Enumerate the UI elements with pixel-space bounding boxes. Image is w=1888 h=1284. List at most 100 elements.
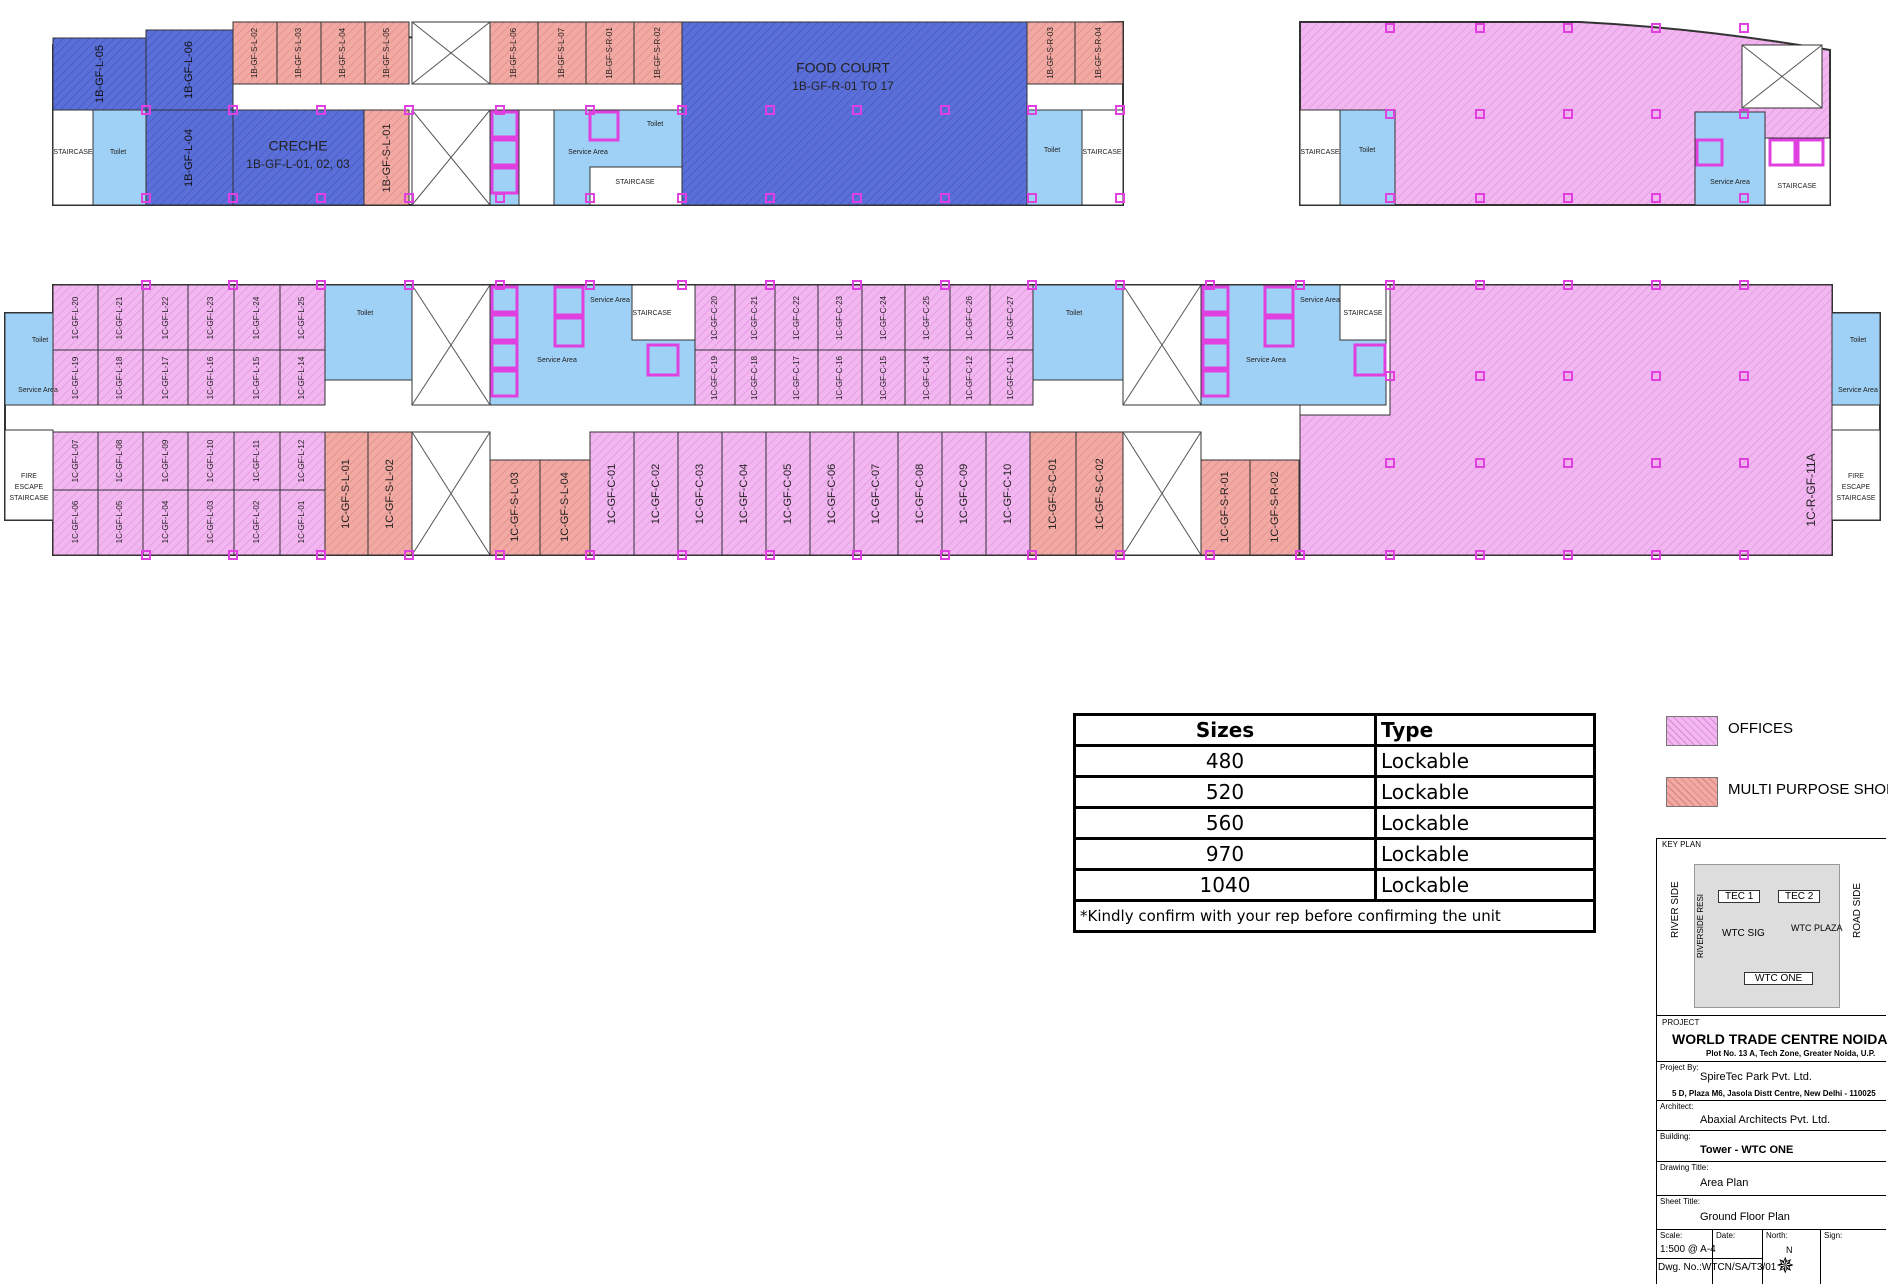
unit-label: 1C-GF-C-20 <box>710 295 719 340</box>
unit-label: 1C-GF-C-24 <box>879 295 888 340</box>
building-label: Building: <box>1660 1132 1691 1141</box>
drawing-title: Area Plan <box>1700 1177 1749 1189</box>
column-marker <box>1295 550 1305 560</box>
unit-label: 1C-GF-C-04 <box>738 464 750 525</box>
unit-label: 1C-GF-C-09 <box>958 464 970 525</box>
unit-label: 1C-GF-L-18 <box>115 356 124 399</box>
service-area-label: Service Area <box>590 297 630 304</box>
unit-label: 1C-GF-L-08 <box>115 439 124 482</box>
column-marker <box>765 280 775 290</box>
column-marker <box>316 550 326 560</box>
unit-label: 1C-GF-C-16 <box>835 355 844 400</box>
column-marker <box>1115 550 1125 560</box>
column-marker <box>1739 23 1749 33</box>
creche <box>232 109 365 206</box>
unit-label: 1B-GF-S-L-04 <box>338 27 347 78</box>
unit-label: 1C-GF-L-19 <box>71 356 80 399</box>
column-marker <box>585 105 595 115</box>
column-marker <box>1027 105 1037 115</box>
column-marker <box>1651 193 1661 203</box>
fire-escape-label: STAIRCASE <box>9 495 48 502</box>
column-marker <box>1205 550 1215 560</box>
key-wtc-sig: WTC SIG <box>1722 928 1765 939</box>
unit-label: 1B-GF-L-05 <box>94 45 106 103</box>
column-marker <box>1475 109 1485 119</box>
column-marker <box>1295 280 1305 290</box>
column-marker <box>765 193 775 203</box>
column-marker <box>495 105 505 115</box>
sign-label: Sign: <box>1824 1231 1843 1240</box>
food-court-units: 1B-GF-R-01 TO 17 <box>792 79 894 93</box>
size-cell: 970 <box>1073 837 1377 871</box>
size-cell: 520 <box>1073 775 1377 809</box>
toilet-label: Toilet <box>1850 337 1866 344</box>
fire-escape-label: STAIRCASE <box>1836 495 1875 502</box>
column-marker <box>1385 193 1395 203</box>
unit-label: 1B-GF-S-L-03 <box>294 27 303 78</box>
unit-label: 1C-GF-C-15 <box>879 355 888 400</box>
unit-label: 1C-GF-S-L-02 <box>384 459 396 529</box>
toilet-label: Toilet <box>357 310 373 317</box>
column-marker <box>1651 280 1661 290</box>
top-left-block <box>52 20 1124 206</box>
column-marker <box>1739 371 1749 381</box>
unit-label: 1C-GF-C-12 <box>965 355 974 400</box>
unit-label: 1C-GF-L-06 <box>71 500 80 543</box>
unit-label: 1C-GF-S-L-04 <box>559 472 571 542</box>
unit-label: 1C-GF-L-14 <box>297 356 306 399</box>
column-marker <box>1475 371 1485 381</box>
unit-label: 1C-GF-L-05 <box>115 500 124 543</box>
date-label: Date: <box>1716 1231 1736 1240</box>
unit-label: 1C-GF-L-03 <box>206 500 215 543</box>
column-marker <box>1385 550 1395 560</box>
unit-label: 1C-GF-S-R-02 <box>1269 471 1281 543</box>
toilet-label: Toilet <box>647 121 663 128</box>
column-marker <box>1651 371 1661 381</box>
unit-label: 1C-GF-C-22 <box>792 295 801 340</box>
creche-title: CRECHE <box>268 138 327 154</box>
column-marker <box>141 105 151 115</box>
column-marker <box>940 550 950 560</box>
sheet-label: Sheet Title: <box>1660 1197 1701 1206</box>
staircase-label: STAIRCASE <box>53 149 92 156</box>
unit-label: 1C-GF-L-01 <box>297 500 306 543</box>
column-marker <box>495 280 505 290</box>
sheet-title: Ground Floor Plan <box>1700 1211 1790 1223</box>
column-marker <box>852 193 862 203</box>
fire-escape-label: ESCAPE <box>1842 484 1871 491</box>
unit-label: 1C-GF-L-17 <box>161 356 170 399</box>
column-marker <box>940 105 950 115</box>
unit-1b-gf-l-05 <box>52 37 147 111</box>
col-header-sizes: Sizes <box>1073 713 1377 747</box>
north-label: North: <box>1766 1231 1788 1240</box>
staircase-label: STAIRCASE <box>1300 149 1339 156</box>
column-marker <box>1651 23 1661 33</box>
unit-label: 1C-GF-C-01 <box>606 464 618 525</box>
fire-escape-label: ESCAPE <box>15 484 44 491</box>
column-marker <box>1563 371 1573 381</box>
architect-label: Architect: <box>1660 1102 1694 1111</box>
column-marker <box>495 550 505 560</box>
column-marker <box>1475 458 1485 468</box>
key-tec2: TEC 2 <box>1778 890 1821 903</box>
unit-label: 1C-GF-L-10 <box>206 439 215 482</box>
column-marker <box>495 193 505 203</box>
unit-label: 1B-GF-S-R-04 <box>1094 27 1103 79</box>
unit-label: 1C-GF-L-02 <box>252 500 261 543</box>
service-area-label: Service Area <box>537 357 577 364</box>
unit-label: 1C-GF-C-14 <box>922 355 931 400</box>
unit-label: 1C-GF-L-11 <box>252 439 261 482</box>
col-header-type: Type <box>1374 713 1596 747</box>
service-area-label: Service Area <box>1710 179 1750 186</box>
column-marker <box>765 550 775 560</box>
column-marker <box>1027 280 1037 290</box>
column-marker <box>1475 193 1485 203</box>
offices-swatch <box>1666 716 1718 746</box>
column-marker <box>141 280 151 290</box>
unit-label: 1C-GF-C-11 <box>1006 356 1015 400</box>
